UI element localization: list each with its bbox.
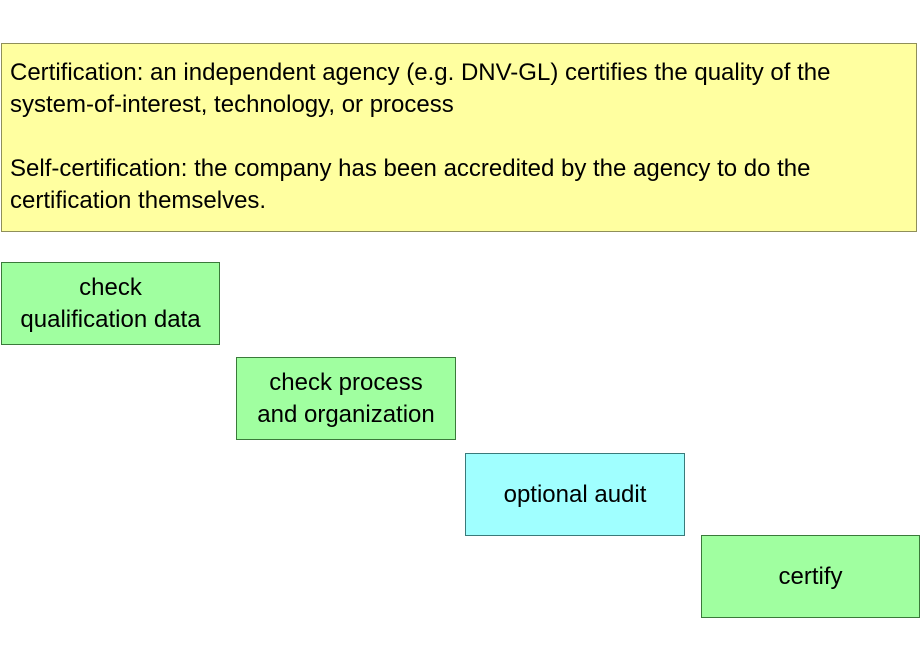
step-certify: certify xyxy=(701,535,920,618)
step-check-process-and-organization: check process and organization xyxy=(236,357,456,440)
step-label: check process and organization xyxy=(257,368,435,428)
definition-note: Certification: an independent agency (e.… xyxy=(1,43,917,232)
step-check-qualification-data: check qualification data xyxy=(1,262,220,345)
step-label: check qualification data xyxy=(20,273,201,333)
step-optional-audit: optional audit xyxy=(465,453,685,536)
step-label: certify xyxy=(778,562,843,590)
self-certification-definition: Self-certification: the company has been… xyxy=(10,155,811,214)
step-label: optional audit xyxy=(503,480,647,508)
certification-definition: Certification: an independent agency (e.… xyxy=(10,59,831,118)
